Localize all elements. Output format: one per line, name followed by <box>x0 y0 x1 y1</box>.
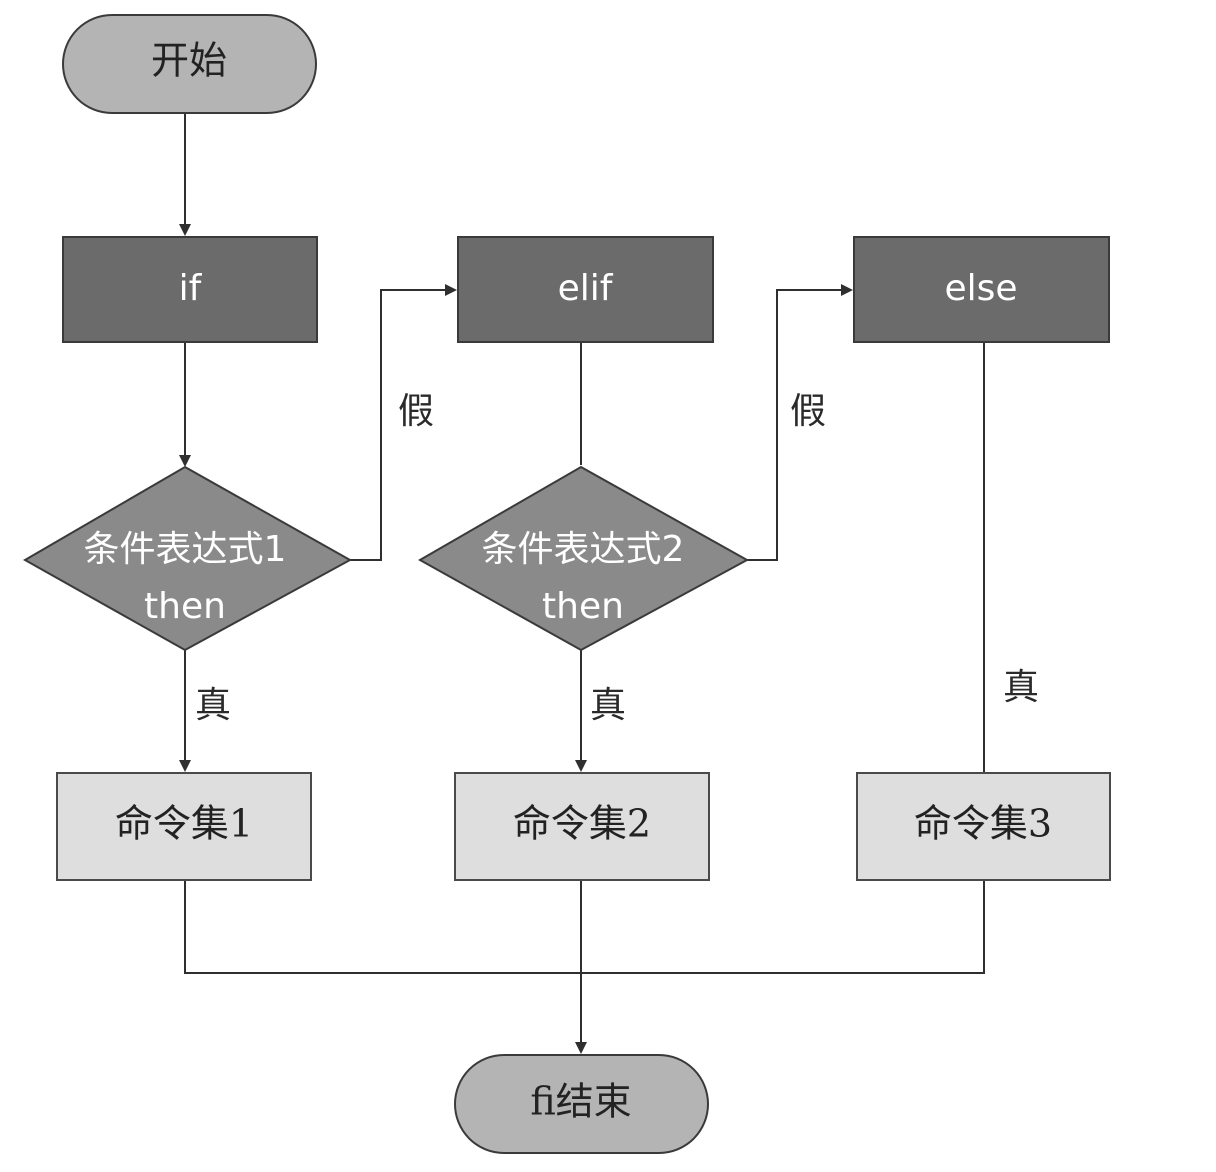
false-label-1: 假 <box>398 391 434 432</box>
end-label: fi结束 <box>530 1080 631 1124</box>
command-set-1: 命令集1 <box>56 772 312 881</box>
end-terminal: fi结束 <box>454 1054 709 1154</box>
command-set-2: 命令集2 <box>454 772 710 881</box>
true-label-1: 真 <box>195 685 231 726</box>
commands-merge-line <box>184 880 985 974</box>
elif-label: elif <box>558 268 614 309</box>
if-block: if <box>62 236 318 343</box>
condition1-diamond <box>22 465 353 652</box>
condition1-then-label: then <box>144 586 226 627</box>
true-label-2: 真 <box>590 685 626 726</box>
else-label: else <box>944 268 1017 309</box>
condition2-expression-label: 条件表达式2 <box>482 529 685 570</box>
condition2-decision: 条件表达式2 then <box>417 465 750 652</box>
command-set-2-box <box>454 772 710 881</box>
start-label: 开始 <box>151 39 227 83</box>
else-block: else <box>853 236 1110 343</box>
if-box <box>62 236 318 343</box>
condition1-false-to-elif-arrow <box>350 284 457 561</box>
elif-box <box>457 236 714 343</box>
condition2-diamond <box>417 465 750 652</box>
condition2-then-label: then <box>542 586 624 627</box>
condition2-false-to-else-arrow <box>747 284 853 561</box>
command-set-1-box <box>56 772 312 881</box>
connectors <box>179 114 985 1054</box>
else-box <box>853 236 1110 343</box>
command-set-3: 命令集3 <box>856 772 1111 881</box>
start-terminal: 开始 <box>62 14 317 114</box>
command-set-1-label: 命令集1 <box>115 802 253 846</box>
true-label-3: 真 <box>1003 667 1039 708</box>
condition1-decision: 条件表达式1 then <box>22 465 353 652</box>
command-set-2-label: 命令集2 <box>513 802 651 846</box>
false-label-2: 假 <box>790 391 826 432</box>
start-terminal-shape <box>62 14 317 114</box>
branch-labels: 假 假 真 真 真 <box>195 391 1039 726</box>
condition1-expression-label: 条件表达式1 <box>84 529 287 570</box>
command-set-3-box <box>856 772 1111 881</box>
command-set-3-label: 命令集3 <box>914 802 1052 846</box>
if-label: if <box>179 268 203 309</box>
elif-block: elif <box>457 236 714 343</box>
end-terminal-shape <box>454 1054 709 1154</box>
